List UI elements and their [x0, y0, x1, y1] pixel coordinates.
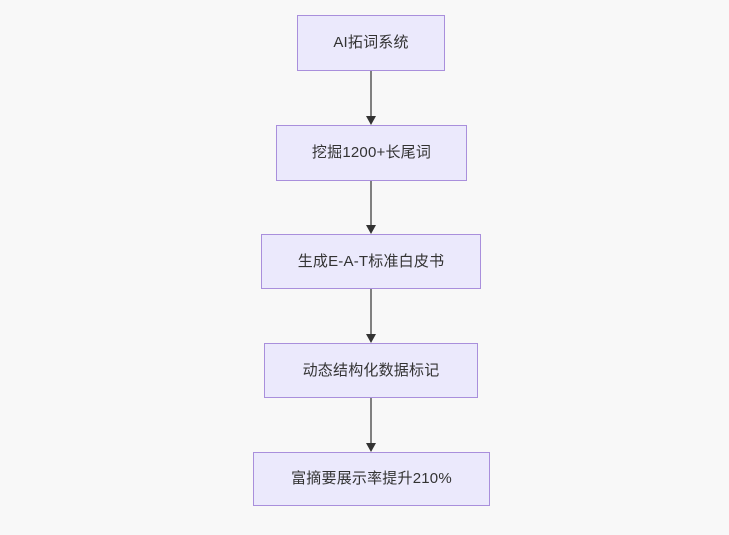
flow-node-label: 挖掘1200+长尾词	[311, 144, 432, 161]
arrow-down-icon	[366, 443, 376, 452]
arrow-down-icon	[366, 225, 376, 234]
edge-line	[370, 71, 372, 116]
edge-line	[370, 181, 372, 225]
flow-edge-n4-n5	[361, 398, 381, 452]
flow-node-label: AI拓词系统	[333, 34, 409, 51]
flow-node-label: 富摘要展示率提升210%	[291, 470, 452, 487]
flow-edge-n1-n2	[361, 71, 381, 125]
flow-node-dynamic-structured-data-markup[interactable]: 动态结构化数据标记	[264, 343, 478, 398]
flow-node-label: 生成E-A-T标准白皮书	[297, 252, 445, 270]
edge-line	[370, 289, 372, 334]
arrow-down-icon	[366, 334, 376, 343]
flow-node-generate-eat-whitepaper[interactable]: 生成E-A-T标准白皮书	[261, 234, 481, 289]
flow-node-ai-keyword-system[interactable]: AI拓词系统	[297, 15, 445, 71]
edge-line	[370, 398, 372, 443]
flow-edge-n2-n3	[361, 181, 381, 234]
flow-node-label: 动态结构化数据标记	[302, 361, 440, 379]
flow-node-rich-snippet-rate-increase[interactable]: 富摘要展示率提升210%	[253, 452, 490, 506]
arrow-down-icon	[366, 116, 376, 125]
flow-edge-n3-n4	[361, 289, 381, 343]
flow-node-mine-longtail-keywords[interactable]: 挖掘1200+长尾词	[276, 125, 467, 181]
